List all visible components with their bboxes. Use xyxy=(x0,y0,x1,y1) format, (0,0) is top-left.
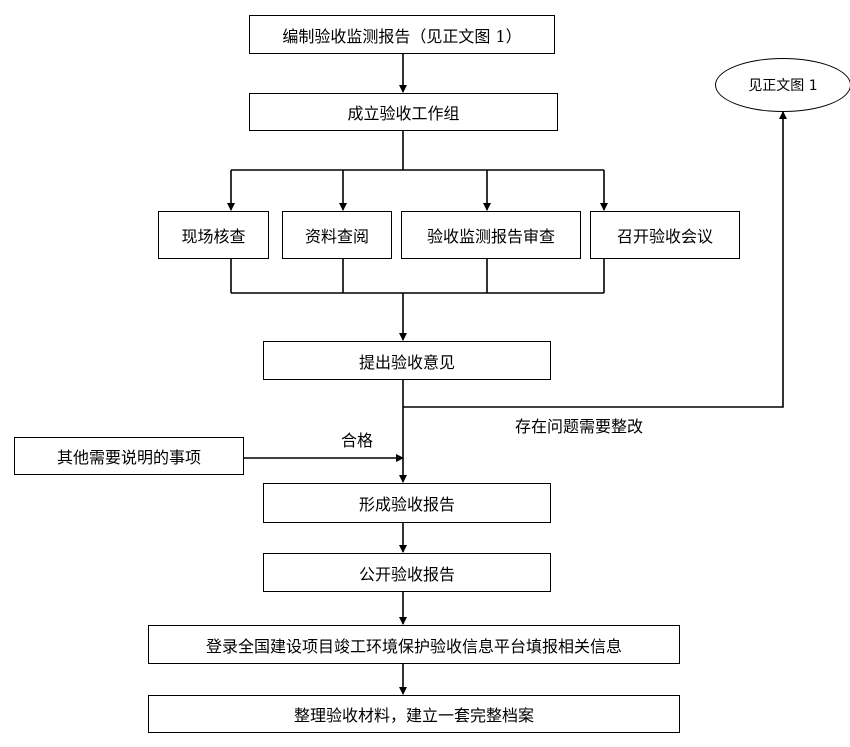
meeting-node: 召开验收会议 xyxy=(590,211,740,259)
issues-feedback-line xyxy=(403,111,787,408)
report-review-node: 验收监测报告审查 xyxy=(401,211,581,259)
other-matters-node: 其他需要说明的事项 xyxy=(14,437,244,475)
site-check-node: 现场核查 xyxy=(158,211,269,259)
issues-rectify-label: 存在问题需要整改 xyxy=(515,417,644,436)
propose-opinion-node: 提出验收意见 xyxy=(263,341,551,380)
register-platform-node: 登录全国建设项目竣工环境保护验收信息平台填报相关信息 xyxy=(148,625,680,664)
ref-figure-node: 见正文图 1 xyxy=(715,58,850,112)
publish-report-node: 公开验收报告 xyxy=(263,553,551,592)
archive-node: 整理验收材料，建立一套完整档案 xyxy=(148,695,680,733)
form-report-node: 形成验收报告 xyxy=(263,483,551,523)
form-group-node: 成立验收工作组 xyxy=(249,93,558,131)
compile-report-node: 编制验收监测报告（见正文图 1） xyxy=(249,15,555,54)
doc-review-node: 资料查阅 xyxy=(282,211,392,259)
qualified-label: 合格 xyxy=(341,431,374,450)
